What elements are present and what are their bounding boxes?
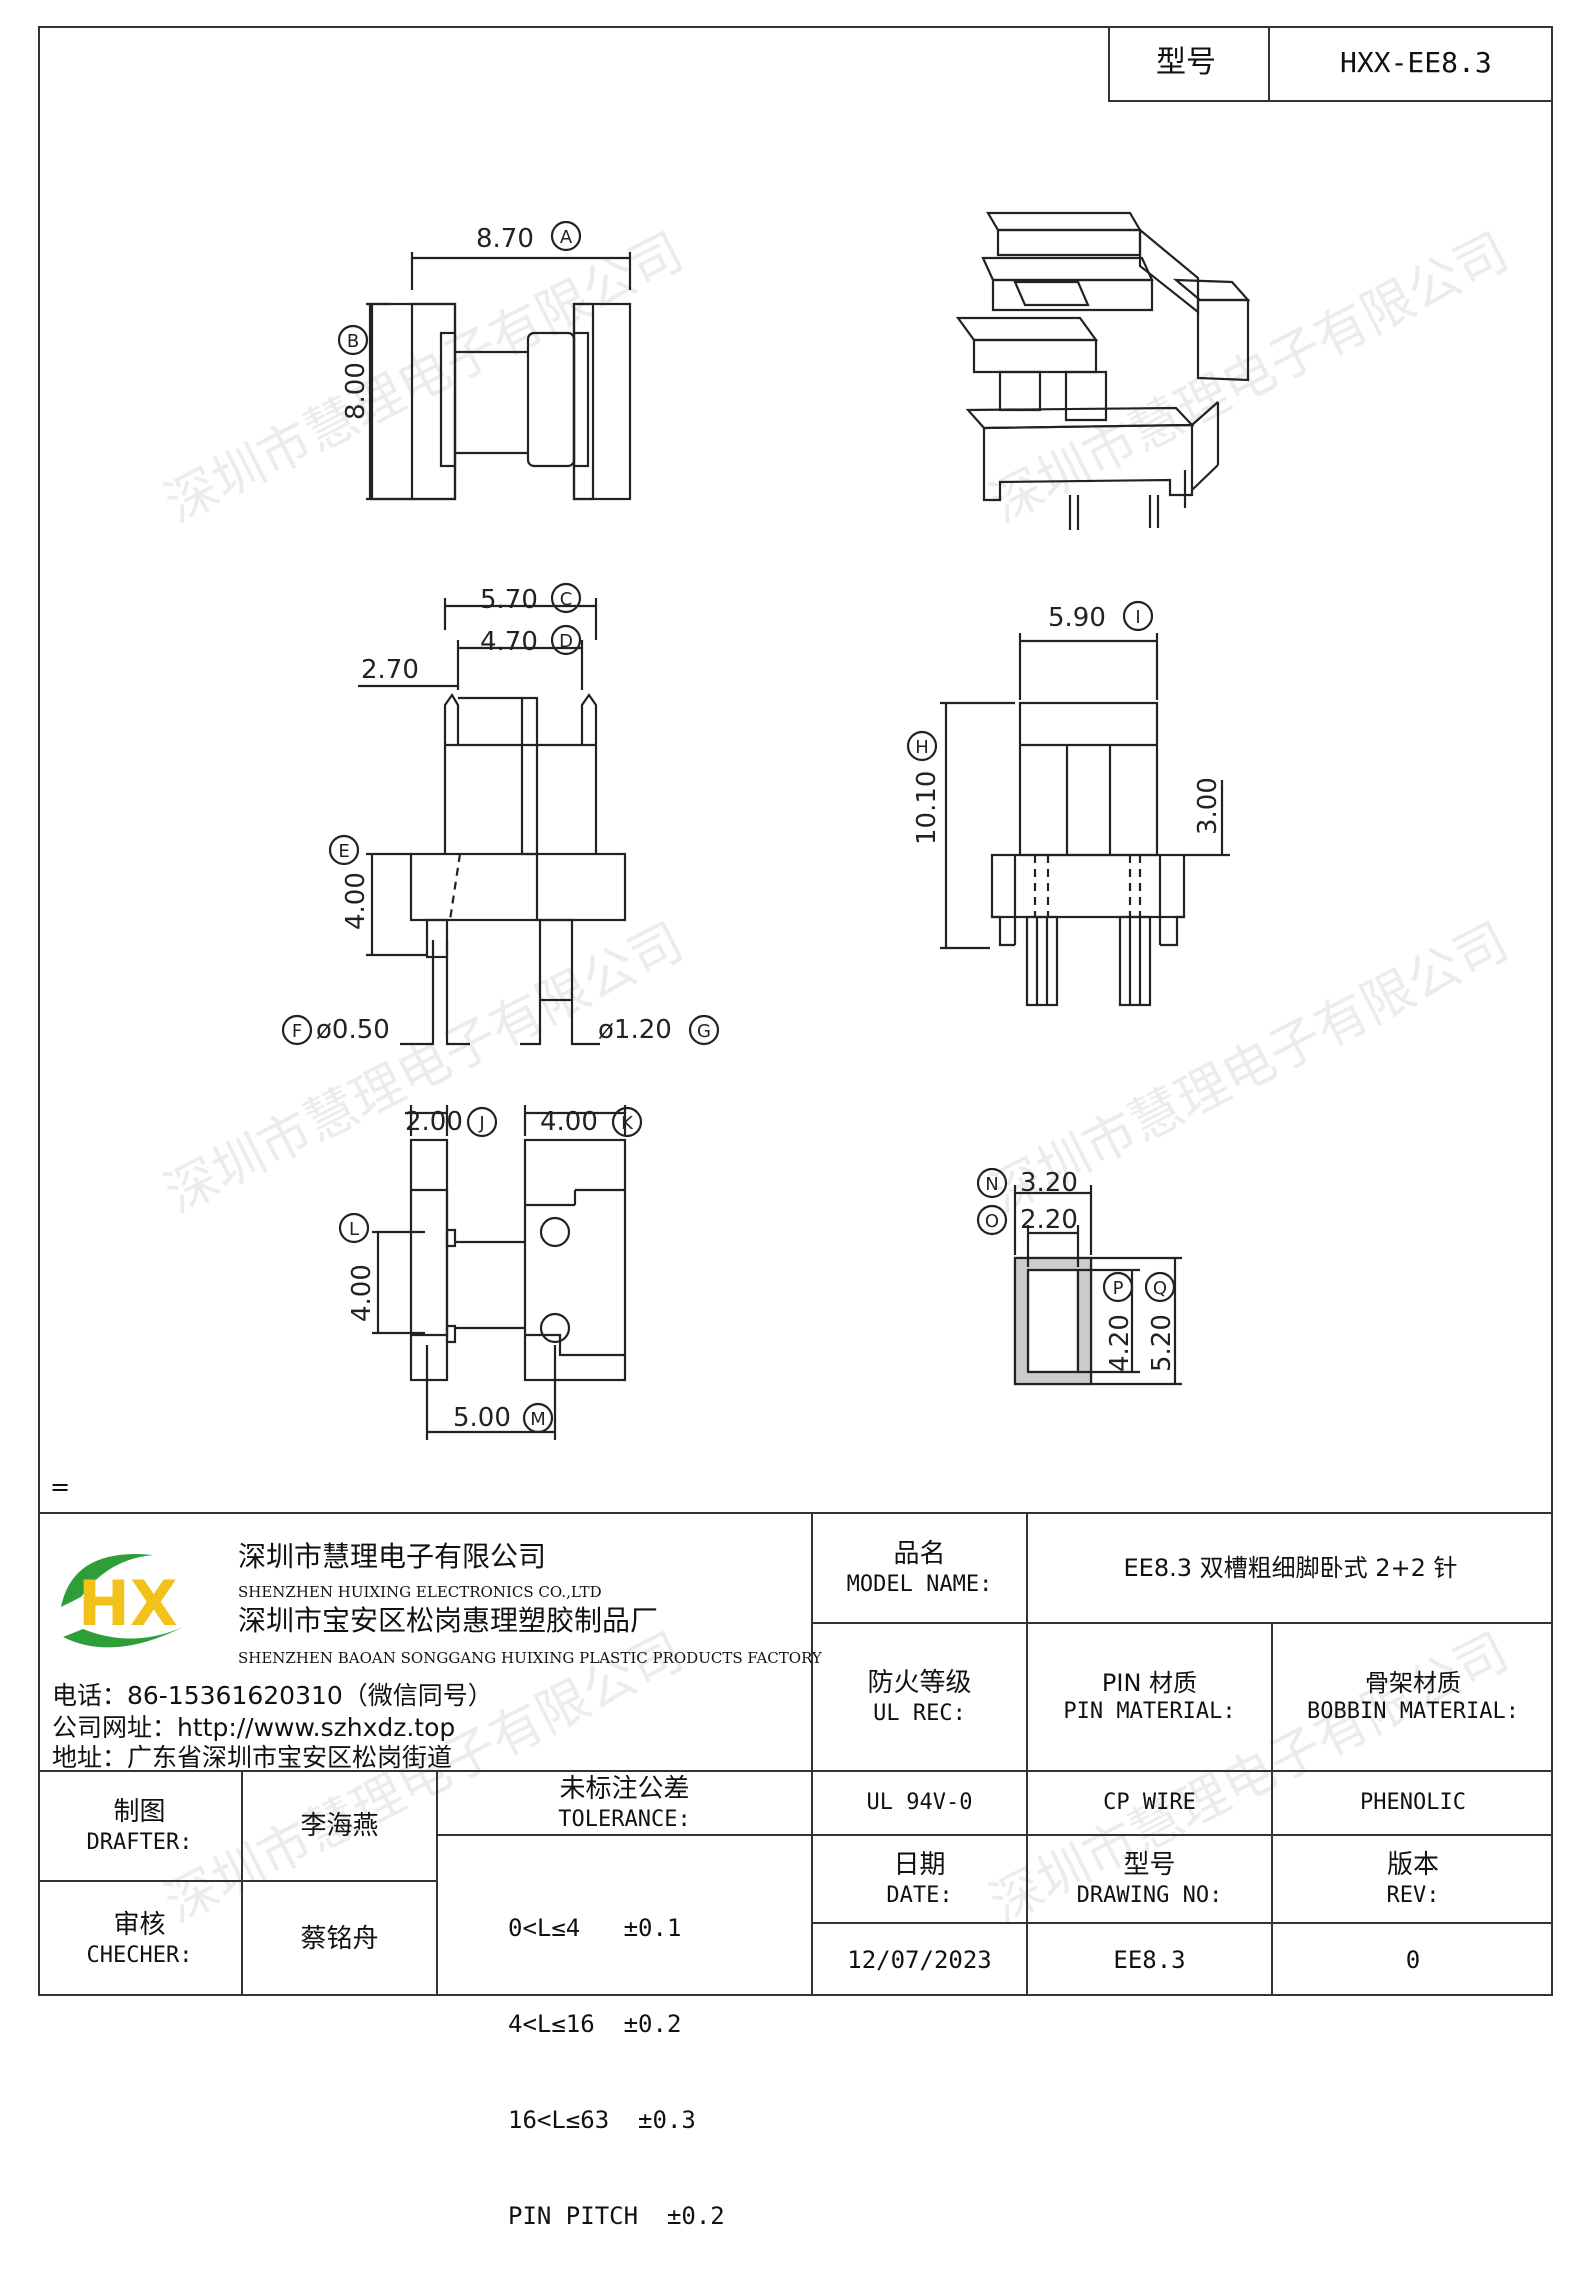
- drawing-no-label: 型号 DRAWING NO:: [1076, 1850, 1223, 1908]
- dim-d: 4.70: [480, 627, 538, 657]
- rev-label: 版本 REV:: [1386, 1850, 1440, 1908]
- dim-p: 4.20: [1105, 1314, 1135, 1372]
- tolerance-list: 0<L≤4 ±0.1 4<L≤16 ±0.2 16<L≤63 ±0.3 PIN …: [508, 1848, 725, 2296]
- title-block: HX 深圳市慧理电子有限公司 SHENZHEN HUIXING ELECTRON…: [38, 1512, 1553, 2230]
- company-name-en: SHENZHEN HUIXING ELECTRONICS CO.,LTD: [238, 1583, 602, 1601]
- callout-circles: [281, 220, 1176, 1434]
- drafter-label: 制图 DRAFTER:: [86, 1797, 193, 1855]
- dim-f: ø0.50: [316, 1015, 390, 1045]
- svg-text:L: L: [349, 1219, 359, 1240]
- svg-text:N: N: [985, 1174, 998, 1195]
- svg-text:F: F: [292, 1021, 302, 1042]
- factory-name-en: SHENZHEN BAOAN SONGGANG HUIXING PLASTIC …: [238, 1649, 822, 1667]
- model-header-value: HXX-EE8.3: [1340, 46, 1492, 79]
- tolerance-line: 0<L≤4 ±0.1: [508, 1914, 682, 1942]
- dim-h: 10.10: [912, 771, 942, 845]
- top-view: [366, 252, 632, 501]
- date-label: 日期 DATE:: [886, 1850, 953, 1908]
- svg-text:B: B: [347, 331, 359, 352]
- logo-text: HX: [78, 1567, 178, 1640]
- dim-i: 5.90: [1048, 603, 1106, 633]
- dim-extra: 2.70: [361, 655, 419, 685]
- pin-material-label: PIN 材质 PIN MATERIAL:: [1063, 1669, 1236, 1725]
- dim-o: 2.20: [1020, 1205, 1078, 1235]
- tolerance-label: 未标注公差 TOLERANCE:: [558, 1774, 691, 1832]
- svg-text:C: C: [560, 589, 573, 610]
- tolerance-line: PIN PITCH ±0.2: [508, 2202, 725, 2230]
- company-phone: 电话：86-15361620310（微信同号）: [52, 1681, 493, 1710]
- equals-mark: =: [50, 1473, 71, 1501]
- dim-side-height: 3.00: [1193, 777, 1223, 835]
- dim-c: 5.70: [480, 585, 538, 615]
- checker-name: 蔡铭舟: [300, 1923, 379, 1954]
- dim-l: 4.00: [347, 1264, 377, 1322]
- dim-b: 8.00: [341, 362, 371, 420]
- dim-e: 4.00: [341, 872, 371, 930]
- isometric-view: [955, 211, 1251, 530]
- svg-text:G: G: [697, 1021, 711, 1042]
- company-website: 公司网址：http://www.szhxdz.top: [52, 1713, 456, 1742]
- svg-text:A: A: [560, 227, 573, 248]
- model-header-label: 型号: [1156, 45, 1216, 80]
- drawing-frame: [38, 26, 1553, 1996]
- dim-k: 4.00: [540, 1107, 598, 1137]
- svg-text:H: H: [915, 737, 929, 758]
- date-value: 12/07/2023: [847, 1946, 992, 1974]
- dimension-labels: 8.70 8.00 5.70 4.70 2.70 4.00 ø0.50 ø1.2…: [316, 224, 1223, 1433]
- tolerance-line: 4<L≤16 ±0.2: [508, 2010, 682, 2038]
- bobbin-material-value: PHENOLIC: [1360, 1790, 1466, 1816]
- dim-g: ø1.20: [598, 1015, 672, 1045]
- technical-drawing: 8.70 8.00 5.70 4.70 2.70 4.00 ø0.50 ø1.2…: [281, 211, 1251, 1440]
- svg-text:K: K: [621, 1113, 634, 1134]
- dim-j: 2.00: [405, 1107, 463, 1137]
- drafter-name: 李海燕: [300, 1810, 379, 1841]
- bottom-view: [372, 1105, 627, 1440]
- company-logo: HX: [53, 1537, 213, 1667]
- model-header-box: 型号 HXX-EE8.3: [1108, 26, 1553, 102]
- svg-text:D: D: [559, 631, 573, 652]
- dim-n: 3.20: [1020, 1168, 1078, 1198]
- svg-text:P: P: [1113, 1278, 1124, 1299]
- model-name-label: 品名 MODEL NAME:: [846, 1539, 993, 1597]
- company-name-cn: 深圳市慧理电子有限公司: [238, 1540, 547, 1573]
- front-view: [358, 598, 627, 1046]
- svg-text:E: E: [338, 841, 349, 862]
- tolerance-line: 16<L≤63 ±0.3: [508, 2106, 696, 2134]
- dim-q: 5.20: [1147, 1314, 1177, 1372]
- checker-label: 审核 CHECHER:: [86, 1910, 193, 1968]
- section-view: [1013, 1185, 1182, 1386]
- ul-rec-value: UL 94V-0: [866, 1790, 973, 1816]
- bobbin-material-label: 骨架材质 BOBBIN MATERIAL:: [1307, 1669, 1519, 1725]
- svg-text:Q: Q: [1153, 1278, 1167, 1299]
- ul-rec-label: 防火等级 UL REC:: [867, 1668, 972, 1726]
- svg-text:J: J: [478, 1113, 484, 1134]
- model-name-value: EE8.3 双槽粗细脚卧式 2+2 针: [1123, 1554, 1458, 1582]
- callout-letters: A B C D E F G H I J K L M N O P Q: [292, 227, 1167, 1430]
- drawing-no-value: EE8.3: [1113, 1946, 1186, 1974]
- svg-text:O: O: [985, 1211, 999, 1232]
- dim-a: 8.70: [476, 224, 534, 254]
- side-view: [940, 633, 1230, 1007]
- rev-value: 0: [1405, 1946, 1421, 1974]
- factory-name-cn: 深圳市宝安区松岗惠理塑胶制品厂: [238, 1604, 659, 1637]
- dim-m: 5.00: [453, 1403, 511, 1433]
- company-address: 地址：广东省深圳市宝安区松岗街道: [52, 1743, 453, 1772]
- svg-text:I: I: [1135, 607, 1140, 628]
- svg-text:M: M: [530, 1409, 546, 1430]
- pin-material-value: CP WIRE: [1103, 1790, 1196, 1816]
